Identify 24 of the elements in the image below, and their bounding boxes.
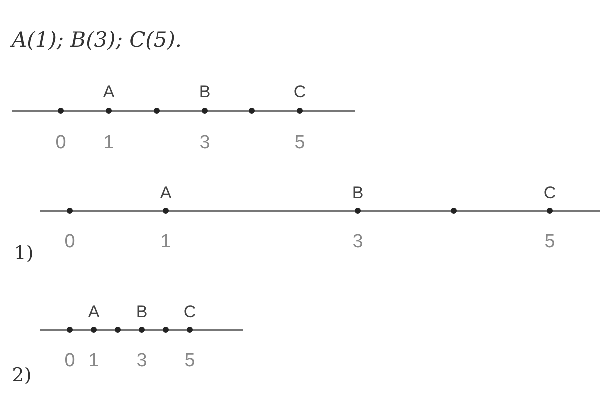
- coordinate-number: 5: [294, 134, 306, 152]
- coordinate-number: 1: [88, 352, 100, 370]
- point-letter: C: [294, 84, 306, 100]
- point-letter: A: [160, 184, 172, 202]
- coordinate-number: 0: [64, 232, 76, 252]
- coordinate-number: 5: [544, 232, 556, 252]
- coordinate-number: 0: [64, 352, 76, 370]
- coordinate-number: 5: [184, 352, 196, 370]
- coordinate-number: 3: [200, 134, 210, 152]
- item-number: 2): [12, 366, 32, 386]
- point-letter: C: [184, 304, 196, 320]
- point-letter: B: [199, 84, 211, 100]
- point-letter: C: [544, 184, 556, 202]
- coordinate-number: 3: [352, 232, 364, 252]
- point-letter: B: [352, 184, 364, 202]
- problem-title: A(1); B(3); C(5).: [12, 28, 182, 52]
- coordinate-number: 3: [136, 352, 148, 370]
- coordinate-number: 1: [104, 134, 114, 152]
- point-letter: B: [136, 304, 148, 320]
- point-letter: A: [88, 304, 100, 320]
- item-number: 1): [14, 244, 34, 264]
- point-letter: A: [103, 84, 115, 100]
- coordinate-number: 0: [56, 134, 66, 152]
- coordinate-number: 1: [160, 232, 172, 252]
